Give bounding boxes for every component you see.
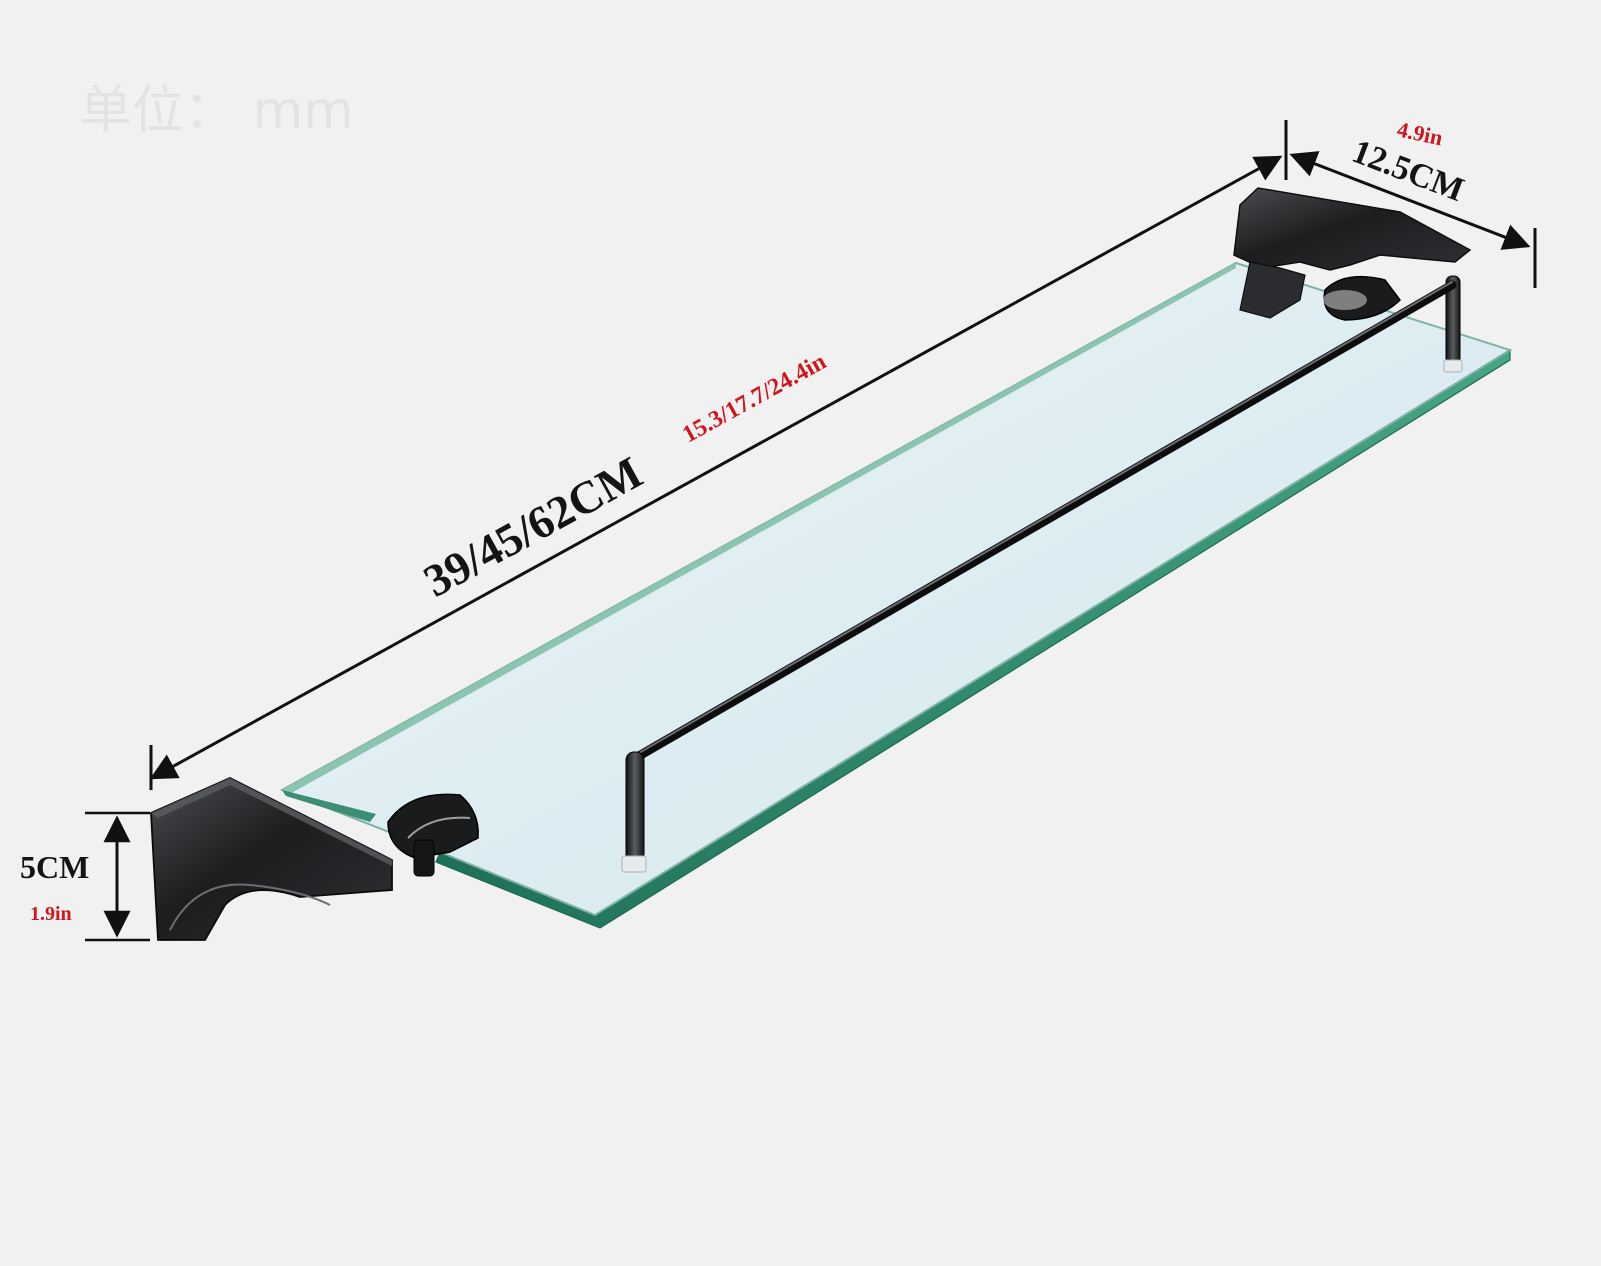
left-wall-bracket — [150, 777, 479, 941]
guard-rail-bar — [627, 280, 1457, 765]
glass-left-edge — [282, 790, 376, 822]
length-metric-label: 39/45/62CM — [415, 446, 650, 606]
length-dimension-line — [149, 155, 1283, 780]
left-rail-post — [621, 751, 647, 873]
height-imperial-label: 1.9in — [30, 903, 72, 925]
shelf-illustration — [150, 187, 1513, 941]
height-metric-label: 5CM — [20, 849, 89, 885]
depth-dimension-line — [1289, 151, 1531, 250]
length-imperial-label: 15.3/17.7/24.4in — [678, 349, 830, 449]
dimension-lines — [85, 120, 1537, 942]
right-rail-post — [1443, 275, 1463, 373]
depth-metric-label: 12.5CM — [1347, 133, 1469, 209]
depth-imperial-label: 4.9in — [1395, 116, 1445, 150]
unit-watermark: 单位： mm — [80, 81, 354, 141]
